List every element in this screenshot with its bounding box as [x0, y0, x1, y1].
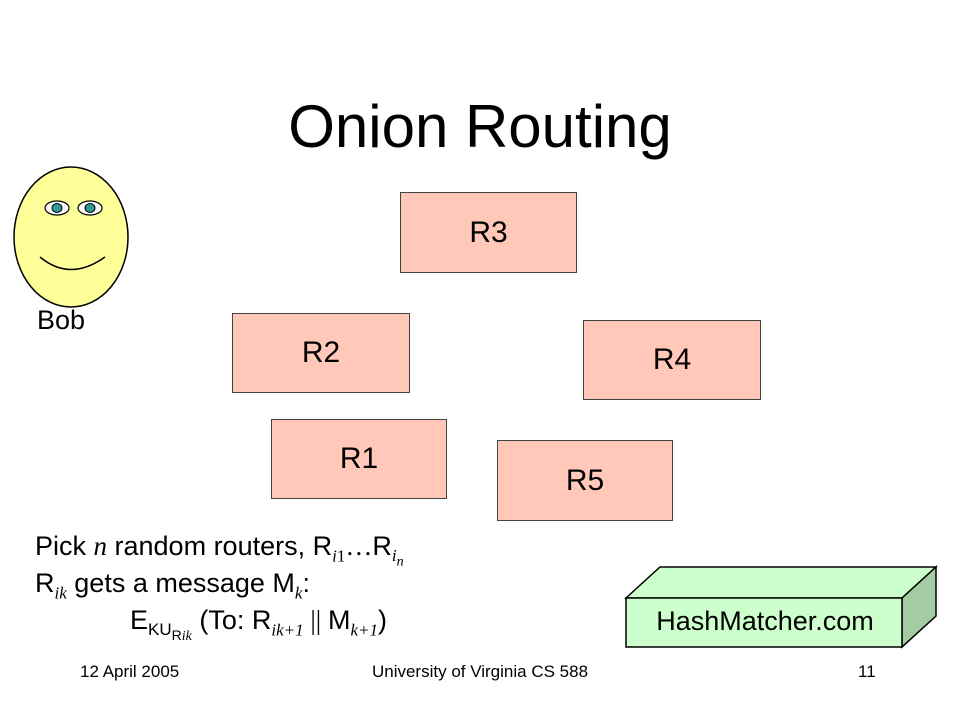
hashmatcher-box-icon — [624, 565, 938, 649]
text: gets a message M — [66, 568, 295, 598]
body-line-3: EKURik (To: Rik+1 || Mk+1) — [35, 602, 404, 643]
router-r1: R1 — [271, 419, 447, 499]
slide-title: Onion Routing — [288, 93, 672, 160]
body-line-1: Pick n random routers, Ri1…Rin — [35, 528, 404, 569]
body-text: Pick n random routers, Ri1…Rin Rik gets … — [35, 528, 404, 643]
subscript: k — [294, 583, 303, 603]
text: ) — [377, 605, 387, 635]
body-line-2: Rik gets a message Mk: — [35, 565, 404, 602]
bob-label: Bob — [37, 305, 86, 335]
subscript: i — [391, 546, 397, 566]
text: n — [93, 531, 108, 561]
router-r3: R3 — [400, 192, 577, 273]
router-label: R3 — [469, 215, 508, 249]
hashmatcher-label: HashMatcher.com — [656, 605, 874, 636]
subscript: ik — [54, 583, 67, 603]
subscript: KU — [148, 620, 172, 640]
text: R — [35, 568, 55, 598]
footer-page-number: 11 — [858, 662, 876, 681]
router-label: R4 — [652, 343, 692, 376]
text: random routers, R — [107, 531, 333, 561]
text: R — [372, 531, 392, 561]
subscript: 1 — [336, 546, 346, 566]
text: : — [302, 568, 310, 598]
text: || — [303, 605, 328, 635]
subscript: n — [396, 554, 404, 570]
text: M — [327, 605, 351, 635]
router-r5: R5 — [497, 440, 673, 521]
text: … — [345, 531, 373, 561]
footer-date: 12 April 2005 — [80, 662, 180, 681]
router-label: R2 — [301, 336, 341, 369]
text: Pick — [35, 531, 94, 561]
subscript: k+1 — [350, 620, 378, 640]
subscript: i — [332, 546, 337, 566]
subscript: ik+1 — [271, 620, 304, 640]
bob-face-icon — [13, 166, 129, 308]
router-r2: R2 — [232, 313, 410, 393]
router-label: R5 — [565, 463, 605, 497]
router-r4: R4 — [583, 320, 761, 400]
text: E — [130, 605, 149, 635]
footer-course: University of Virginia CS 588 — [371, 662, 589, 681]
subscript: ik — [181, 628, 192, 644]
router-label: R1 — [339, 442, 379, 475]
text: (To: R — [191, 605, 272, 635]
subscript: R — [171, 626, 182, 643]
